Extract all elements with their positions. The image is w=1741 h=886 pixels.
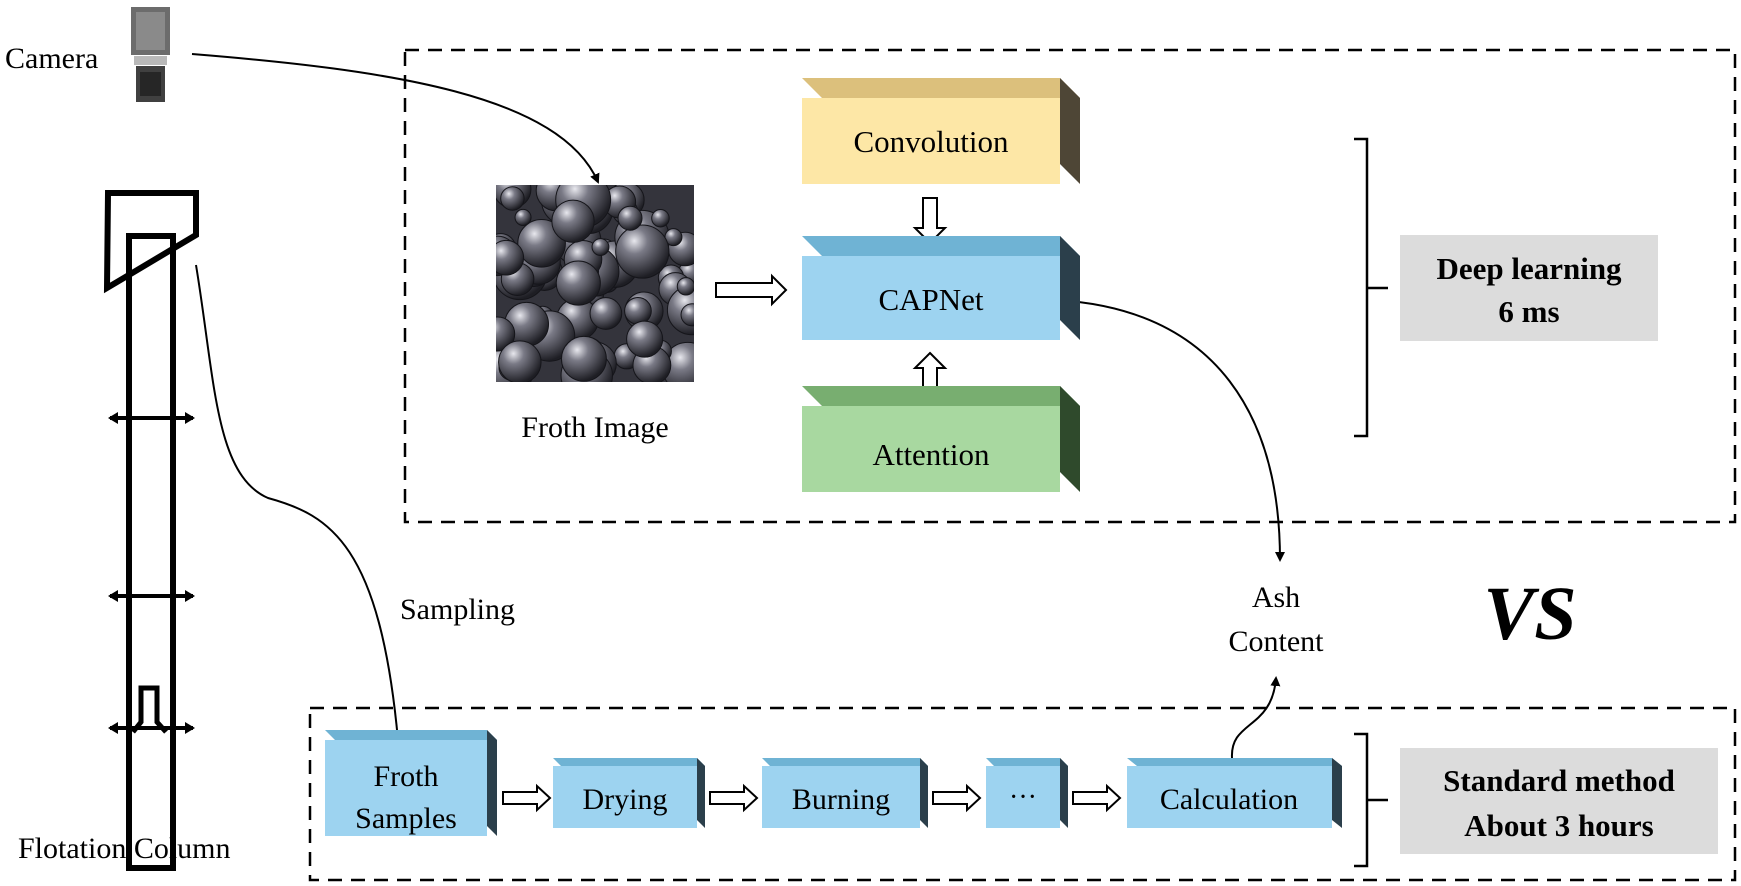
burning-step: Burning bbox=[762, 758, 928, 828]
convolution-label: Convolution bbox=[853, 124, 1009, 159]
image-to-capnet-arrow bbox=[715, 273, 788, 307]
standard-method-summary bbox=[1400, 748, 1718, 854]
column-port-arrows bbox=[108, 412, 195, 734]
ash-content-line1: Ash bbox=[1252, 581, 1300, 614]
froth-samples-line1: Froth bbox=[373, 760, 438, 793]
standard-method-bracket bbox=[1354, 732, 1388, 868]
camera-label: Camera bbox=[5, 42, 98, 75]
convolution-to-capnet-arrow bbox=[912, 197, 948, 245]
burning-label: Burning bbox=[792, 783, 890, 816]
deep-learning-summary-line1: Deep learning bbox=[1436, 251, 1622, 286]
ellipsis-to-calculation-arrow bbox=[1072, 783, 1122, 813]
deep-learning-summary-line2: 6 ms bbox=[1498, 294, 1559, 329]
deep-learning-bracket bbox=[1354, 137, 1388, 438]
capnet-label: CAPNet bbox=[878, 282, 983, 317]
attention-block: Attention bbox=[802, 386, 1080, 492]
camera-to-image-arrow bbox=[191, 53, 600, 184]
froth-image-label: Froth Image bbox=[521, 411, 668, 444]
convolution-block: Convolution bbox=[802, 78, 1080, 184]
ellipsis-label: ··· bbox=[1009, 782, 1037, 813]
deep-learning-summary bbox=[1400, 235, 1658, 341]
capnet-to-ash-arrow bbox=[1056, 299, 1285, 562]
standard-method-group bbox=[308, 706, 1737, 882]
camera-icon bbox=[131, 7, 170, 102]
samples-to-drying-arrow bbox=[502, 783, 552, 813]
standard-method-summary-line2: About 3 hours bbox=[1464, 808, 1654, 843]
flotation-column-icon bbox=[103, 190, 199, 871]
froth-bubbles bbox=[496, 185, 694, 382]
froth-image bbox=[496, 185, 694, 382]
ellipsis-step: ··· bbox=[986, 758, 1068, 828]
calculation-step: Calculation bbox=[1127, 758, 1342, 828]
ash-content-line2: Content bbox=[1229, 625, 1325, 658]
drying-label: Drying bbox=[583, 783, 668, 816]
capnet-block: CAPNet bbox=[802, 236, 1080, 340]
sampling-arrow bbox=[195, 264, 403, 742]
drying-step: Drying bbox=[553, 758, 705, 828]
attention-label: Attention bbox=[872, 437, 990, 472]
froth-samples-step: Froth Samples bbox=[325, 730, 497, 836]
standard-method-summary-line1: Standard method bbox=[1443, 763, 1675, 798]
froth-samples-line2: Samples bbox=[355, 802, 457, 835]
flotation-column-label: Flotation Column bbox=[18, 832, 231, 865]
drying-to-burning-arrow bbox=[709, 783, 759, 813]
calculation-label: Calculation bbox=[1160, 783, 1298, 816]
vs-label: VS bbox=[1484, 572, 1577, 656]
burning-to-ellipsis-arrow bbox=[932, 783, 982, 813]
calculation-to-ash-arrow bbox=[1230, 676, 1281, 759]
sampling-label: Sampling bbox=[400, 593, 515, 626]
deep-learning-group bbox=[403, 48, 1737, 524]
